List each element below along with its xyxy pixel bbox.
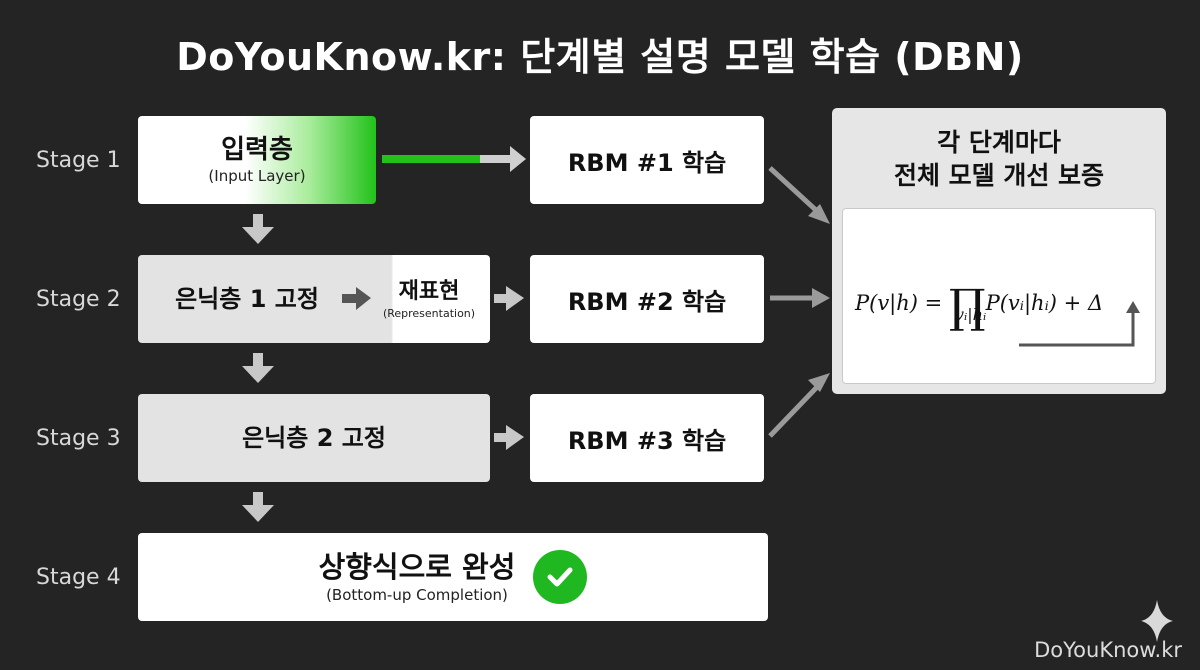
hidden-layer-2-label: 은닉층 2 고정: [242, 424, 386, 452]
arrow-stage2-to-rbm2: [494, 286, 524, 311]
formula: P(v|h) = ∏P(vᵢ|hᵢ) + Δ: [855, 267, 1145, 333]
input-layer-box: 입력층 (Input Layer): [138, 116, 376, 204]
hidden-layer-2-box: 은닉층 2 고정: [138, 394, 490, 482]
completion-label: 상향식으로 완성: [318, 550, 516, 584]
hidden-layer-1-box: [138, 255, 490, 343]
hidden-layer-1-label: 은닉층 1 고정: [175, 285, 319, 313]
input-layer-sub: (Input Layer): [208, 167, 306, 185]
panel-title: 각 단계마다 전체 모델 개선 보증: [832, 126, 1166, 192]
rbm-2-box: RBM #2 학습: [530, 255, 764, 343]
hidden-layer-1-area: 은닉층 1 고정: [138, 255, 356, 343]
panel-title-line-1: 각 단계마다: [937, 128, 1061, 157]
guarantee-panel: 각 단계마다 전체 모델 개선 보증 P(v|h) = ∏P(vᵢ|hᵢ) + …: [832, 108, 1166, 394]
completion-sub: (Bottom-up Completion): [326, 586, 508, 604]
panel-title-line-2: 전체 모델 개선 보증: [893, 161, 1105, 190]
page-title: DoYouKnow.kr: 단계별 설명 모델 학습 (DBN): [176, 35, 1024, 79]
formula-left: P(v|h) =: [855, 291, 949, 315]
representation-sub: (Representation): [382, 306, 476, 320]
arrow-rbm2-to-panel: [770, 288, 830, 308]
stage-1-label: Stage 1: [36, 148, 121, 173]
stage-2-label: Stage 2: [36, 287, 121, 312]
representation-label: 재표현: [398, 278, 460, 304]
down-arrow-3: [242, 492, 274, 522]
completion-box: 상향식으로 완성 (Bottom-up Completion): [138, 533, 768, 621]
stage-4-label: Stage 4: [36, 565, 121, 590]
arrow-rbm1-to-panel: [768, 166, 830, 224]
rbm-3-label: RBM #3 학습: [567, 426, 727, 455]
feedback-arrow-icon: [1019, 301, 1140, 347]
input-layer-label: 입력층: [221, 135, 293, 165]
arrow-hidden1-to-representation: [342, 287, 371, 310]
product-symbol: ∏: [948, 279, 986, 333]
watermark: DoYouKnow.kr: [1034, 638, 1182, 662]
arrow-input-to-rbm1: [382, 146, 526, 172]
arrow-rbm3-to-panel: [768, 373, 830, 438]
product-subscript: vᵢ|hᵢ: [955, 305, 987, 324]
completion-text-group: 상향식으로 완성 (Bottom-up Completion): [319, 549, 516, 605]
sparkle-icon: [1141, 600, 1173, 642]
down-arrow-2: [242, 353, 274, 383]
rbm-2-label: RBM #2 학습: [567, 287, 727, 316]
stage-3-label: Stage 3: [36, 426, 121, 451]
formula-box: P(v|h) = ∏P(vᵢ|hᵢ) + Δ vᵢ|hᵢ: [842, 208, 1156, 384]
rbm-1-box: RBM #1 학습: [530, 116, 764, 204]
checkmark-icon: [533, 550, 588, 604]
representation-area: 재표현 (Representation): [372, 255, 486, 343]
rbm-3-box: RBM #3 학습: [530, 394, 764, 482]
formula-right: P(vᵢ|hᵢ) + Δ: [985, 291, 1104, 315]
rbm-1-label: RBM #1 학습: [567, 148, 727, 177]
arrow-stage3-to-rbm3: [494, 425, 524, 450]
down-arrow-1: [242, 214, 274, 244]
